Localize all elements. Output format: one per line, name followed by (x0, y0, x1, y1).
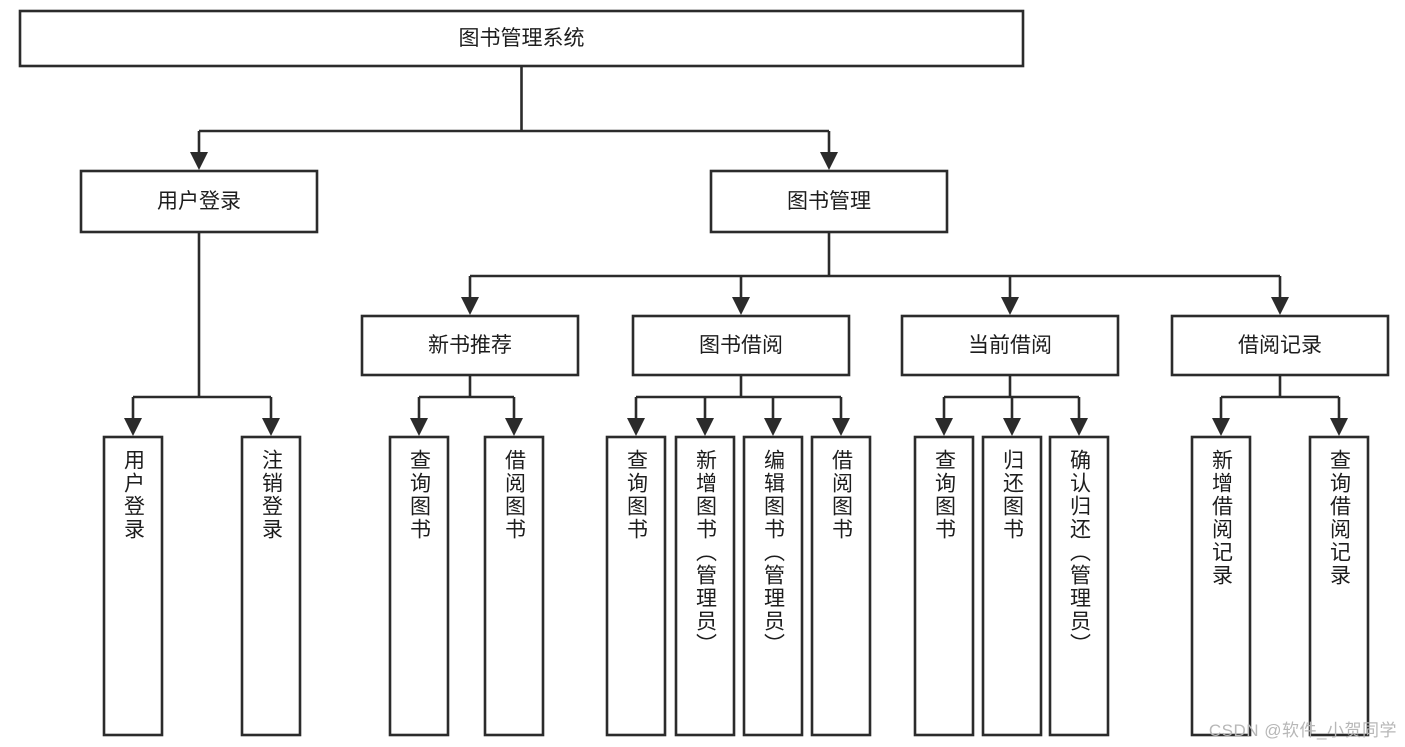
node-leaf-query-book-3[interactable] (913, 435, 975, 737)
edge-arrowhead (410, 418, 428, 436)
csdn-watermark: CSDN @软件_小贺同学 (1208, 721, 1397, 740)
node-box-book-manage[interactable] (709, 169, 949, 234)
node-box-leaf-add-record[interactable] (1190, 435, 1252, 737)
node-box-leaf-user-login[interactable] (102, 435, 164, 737)
node-box-leaf-confirm-return[interactable] (1048, 435, 1110, 737)
node-leaf-borrow-book-2[interactable] (810, 435, 872, 737)
node-leaf-logout[interactable] (240, 435, 302, 737)
node-box-leaf-query-record[interactable] (1308, 435, 1370, 737)
edge-arrowhead (820, 152, 838, 170)
edge-arrowhead (461, 297, 479, 315)
node-leaf-add-record[interactable] (1190, 435, 1252, 737)
node-box-root[interactable] (18, 9, 1025, 68)
edge-arrowhead (1070, 418, 1088, 436)
node-box-leaf-return-book[interactable] (981, 435, 1043, 737)
node-book-borrow[interactable]: 图书借阅 (631, 314, 851, 377)
node-box-leaf-borrow-book-1[interactable] (483, 435, 545, 737)
edge-arrowhead (732, 297, 750, 315)
edge-arrowhead (764, 418, 782, 436)
node-leaf-borrow-book-1[interactable] (483, 435, 545, 737)
edge-arrowhead (505, 418, 523, 436)
node-label-borrow-record: 借阅记录 (1238, 334, 1322, 357)
node-leaf-add-book[interactable] (674, 435, 736, 737)
edge-arrowhead (1212, 418, 1230, 436)
node-label-book-borrow: 图书借阅 (699, 334, 783, 357)
node-leaf-user-login[interactable] (102, 435, 164, 737)
edge-arrowhead (1271, 297, 1289, 315)
node-box-new-book-recommend[interactable] (360, 314, 580, 377)
node-book-manage[interactable]: 图书管理 (709, 169, 949, 234)
edge-arrowhead (696, 418, 714, 436)
node-box-leaf-query-book-2[interactable] (605, 435, 667, 737)
connectors-layer (124, 66, 1348, 436)
node-leaf-query-book-1[interactable] (388, 435, 450, 737)
node-new-book-recommend[interactable]: 新书推荐 (360, 314, 580, 377)
node-root[interactable]: 图书管理系统 (18, 9, 1025, 68)
node-box-leaf-query-book-3[interactable] (913, 435, 975, 737)
node-label-current-borrow: 当前借阅 (968, 334, 1052, 357)
node-leaf-edit-book[interactable] (742, 435, 804, 737)
edge-arrowhead (1001, 297, 1019, 315)
node-current-borrow[interactable]: 当前借阅 (900, 314, 1120, 377)
node-leaf-return-book[interactable] (981, 435, 1043, 737)
edge-arrowhead (190, 152, 208, 170)
node-box-leaf-query-book-1[interactable] (388, 435, 450, 737)
edge-arrowhead (627, 418, 645, 436)
node-box-borrow-record[interactable] (1170, 314, 1390, 377)
node-box-book-borrow[interactable] (631, 314, 851, 377)
node-borrow-record[interactable]: 借阅记录 (1170, 314, 1390, 377)
edge-arrowhead (1330, 418, 1348, 436)
edge-arrowhead (1003, 418, 1021, 436)
node-leaf-query-record[interactable] (1308, 435, 1370, 737)
node-label-new-book-recommend: 新书推荐 (428, 334, 512, 357)
node-leaf-confirm-return[interactable] (1048, 435, 1110, 737)
node-box-user-login[interactable] (79, 169, 319, 234)
node-leaf-query-book-2[interactable] (605, 435, 667, 737)
node-box-leaf-add-book[interactable] (674, 435, 736, 737)
node-box-current-borrow[interactable] (900, 314, 1120, 377)
edge-arrowhead (832, 418, 850, 436)
node-label-user-login: 用户登录 (157, 190, 241, 213)
edge-arrowhead (124, 418, 142, 436)
edge-arrowhead (935, 418, 953, 436)
node-box-leaf-logout[interactable] (240, 435, 302, 737)
node-box-leaf-edit-book[interactable] (742, 435, 804, 737)
node-user-login[interactable]: 用户登录 (79, 169, 319, 234)
node-label-book-manage: 图书管理 (787, 190, 871, 213)
node-label-root: 图书管理系统 (459, 27, 585, 50)
edge-arrowhead (262, 418, 280, 436)
node-box-leaf-borrow-book-2[interactable] (810, 435, 872, 737)
